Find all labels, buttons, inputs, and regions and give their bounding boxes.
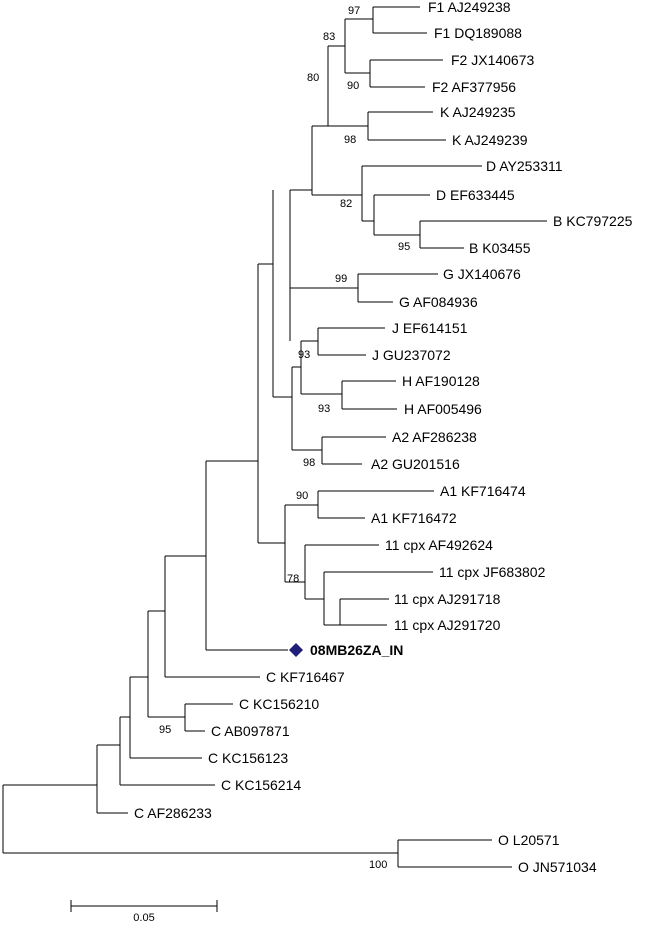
taxon-label: J GU237072 [372, 347, 451, 363]
bootstrap-value: 83 [323, 31, 335, 43]
taxon-label: F2 JX140673 [451, 52, 534, 68]
taxon-label: O L20571 [498, 832, 560, 848]
taxon-label: B K03455 [469, 240, 531, 256]
taxon-label: C KF716467 [266, 669, 345, 685]
bootstrap-value: 90 [296, 490, 308, 502]
bootstrap-value: 78 [287, 573, 299, 585]
bootstrap-value: 90 [347, 80, 359, 92]
taxon-label: 11 cpx AJ291718 [394, 591, 501, 607]
taxon-label: H AF005496 [404, 401, 482, 417]
taxon-label: G JX140676 [443, 266, 521, 282]
taxon-label: C KC156214 [221, 777, 301, 793]
taxon-label: O JN571034 [518, 859, 597, 875]
taxon-label: D EF633445 [436, 187, 515, 203]
bootstrap-value: 99 [335, 273, 347, 285]
bootstrap-value: 80 [307, 72, 319, 84]
taxon-label: C KC156123 [208, 750, 288, 766]
taxon-label: A2 AF286238 [392, 429, 477, 445]
taxon-label: G AF084936 [399, 294, 478, 310]
highlighted-sample: 08MB26ZA_IN [289, 642, 403, 658]
taxon-label: A2 GU201516 [371, 456, 460, 472]
taxon-label: A1 KF716474 [440, 483, 526, 499]
bootstrap-value: 95 [159, 724, 171, 736]
taxon-label: B KC797225 [553, 213, 633, 229]
taxon-label: 11 cpx AF492624 [385, 537, 493, 553]
tree-branches [2, 6, 547, 868]
taxon-label: A1 KF716472 [371, 510, 457, 526]
taxon-label: K AJ249235 [440, 104, 516, 120]
scale-bar-label: 0.05 [133, 912, 154, 924]
bootstrap-value: 97 [348, 5, 360, 17]
taxon-label: C KC156210 [239, 696, 319, 712]
taxon-label: K AJ249239 [452, 132, 528, 148]
taxon-label: F2 AF377956 [432, 79, 516, 95]
taxon-label: C AF286233 [134, 805, 212, 821]
highlighted-taxon-label: 08MB26ZA_IN [310, 642, 403, 658]
bootstrap-value: 100 [369, 859, 387, 871]
taxon-labels: F1 AJ249238 F1 DQ189088 F2 JX140673 F2 A… [134, 0, 633, 875]
taxon-label: D AY253311 [486, 158, 563, 174]
taxon-label: F1 AJ249238 [428, 0, 511, 15]
bootstrap-value: 82 [340, 198, 352, 210]
taxon-label: J EF614151 [392, 320, 468, 336]
bootstrap-value: 98 [344, 134, 356, 146]
taxon-label: 11 cpx JF683802 [439, 564, 546, 580]
taxon-label: C AB097871 [211, 723, 290, 739]
taxon-label: H AF190128 [402, 373, 480, 389]
bootstrap-value: 93 [298, 349, 310, 361]
bootstrap-value: 93 [318, 403, 330, 415]
bootstrap-values: 97 83 90 80 98 82 95 99 93 93 98 90 78 9… [159, 5, 410, 871]
taxon-label: F1 DQ189088 [434, 25, 522, 41]
bootstrap-value: 95 [398, 241, 410, 253]
scale-bar: 0.05 [70, 900, 218, 924]
diamond-marker-icon [289, 643, 303, 657]
bootstrap-value: 98 [303, 457, 315, 469]
taxon-label: 11 cpx AJ291720 [394, 617, 501, 633]
